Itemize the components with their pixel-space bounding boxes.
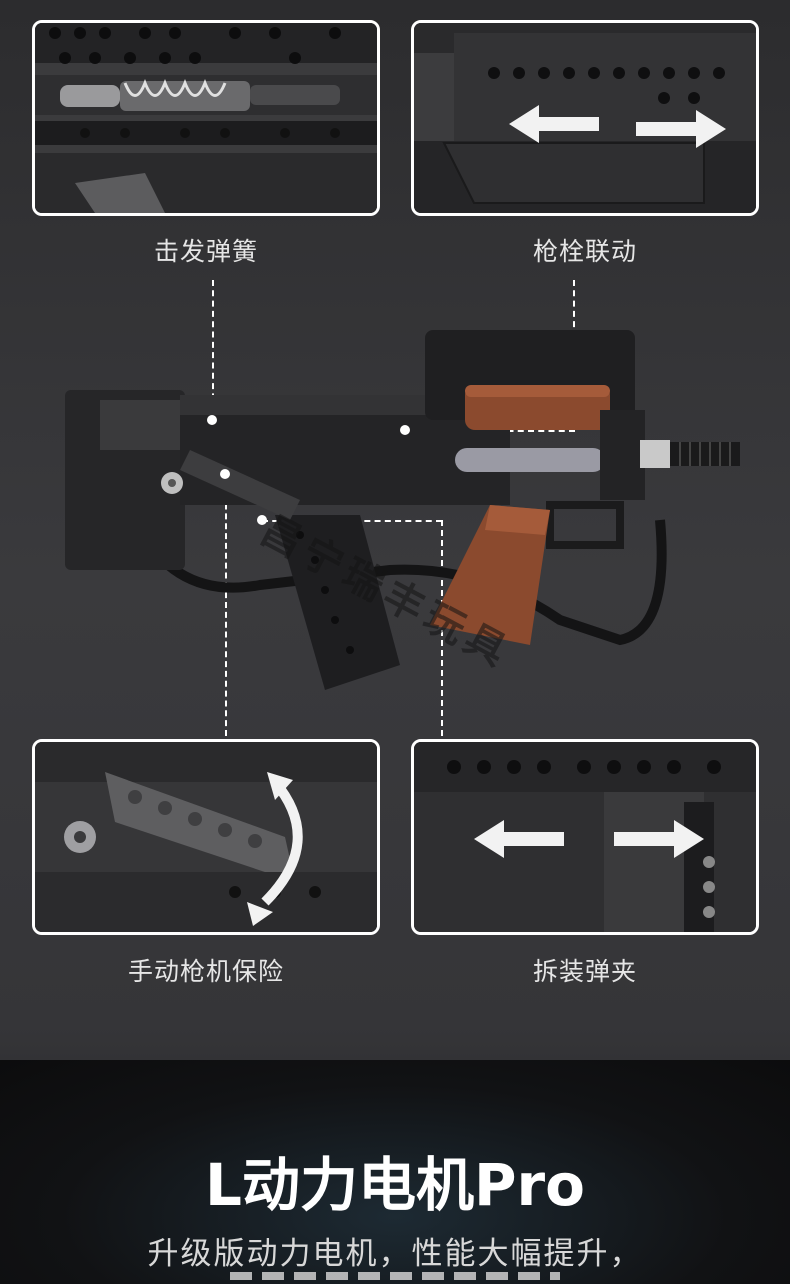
motor-title: L动力电机Pro [205,1151,585,1219]
detachable-magazine-icon [414,742,756,932]
motor-subtitle: 升级版动力电机，性能大幅提升， [147,1236,643,1272]
manual-safety-caption: 手动枪机保险 [127,957,284,986]
connector-line-br [441,520,443,736]
bolt-linkage-caption: 枪栓联动 [532,237,637,266]
manual-safety-icon [35,742,377,932]
bolt-linkage-panel [411,20,759,216]
firing-spring-caption: 击发弹簧 [153,237,258,266]
firing-spring-panel [32,20,380,216]
motor-subtitle-cutoff [0,1272,790,1284]
brick-gun-model [60,320,750,700]
firing-spring-icon [35,23,377,213]
detachable-magazine-caption: 拆装弹夹 [532,957,637,986]
motor-section [0,1060,790,1284]
bolt-linkage-icon [414,23,756,213]
connector-line-tl [212,280,214,420]
detachable-magazine-panel [411,739,759,935]
gun-illustration [65,330,740,690]
manual-safety-panel [32,739,380,935]
connector-line-bl [225,474,227,736]
